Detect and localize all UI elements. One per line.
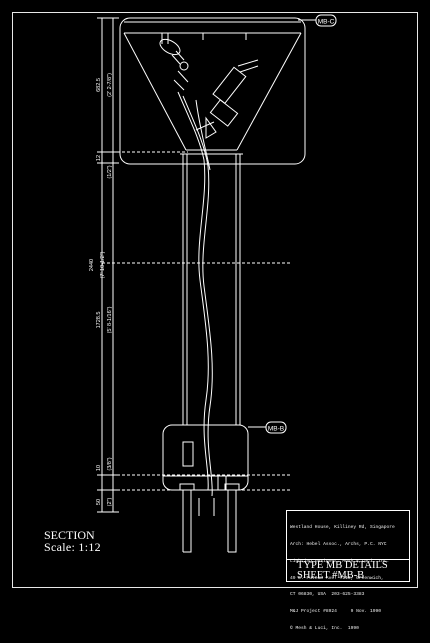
dim-base-mm: 10	[96, 465, 102, 471]
section-title: SECTION	[44, 528, 95, 542]
dim-shaft-imp: (5' 8-1/16")	[107, 306, 113, 333]
dim-foot-mm: 50	[96, 499, 102, 505]
lamp-assembly	[195, 59, 259, 139]
dim-neck-imp: (1/2")	[107, 165, 113, 178]
dim-overall-mm: 2440	[89, 259, 95, 271]
dim-foot-imp: (2")	[107, 498, 113, 507]
section-drawing: MB-C MB-B 682.5 (2' 2-7/8") 12 (1/2") 24…	[89, 14, 337, 553]
title-block-line: Arch: Hebel Assoc., Archs, P.C. NYC	[290, 541, 387, 547]
title-block: Westland House, Killiney Rd, Singapore A…	[286, 510, 410, 631]
title-block-line: Lighting Designer: Mesh & Luci, Inc.	[290, 558, 390, 564]
callout-leaders	[248, 19, 318, 428]
title-block-line: M&J Project #8924 9 Nov. 1990	[290, 609, 381, 615]
dim-head-mm: 682.5	[96, 78, 102, 92]
column-shaft	[182, 154, 241, 425]
title-block-divider	[287, 559, 409, 560]
callout-top-label: MB-C	[318, 19, 335, 26]
reference-lines	[102, 151, 290, 491]
drawing-border	[12, 12, 418, 588]
dim-neck-mm: 12	[96, 155, 102, 161]
callout-base-label: MB-B	[268, 426, 284, 433]
anchor-bolts	[179, 483, 240, 553]
dim-base-imp: (3/8")	[107, 457, 113, 470]
base-housing	[162, 424, 249, 491]
dim-column-imp: (7' 10-1/2")	[100, 251, 106, 278]
dimension-lines	[97, 17, 119, 513]
title-block-line: Westland House, Killiney Rd, Singapore	[290, 525, 395, 531]
title-block-type: TYPE MB DETAILS	[297, 560, 388, 571]
title-block-line: CT 06830, USA 203-625-3383	[290, 592, 365, 598]
dimension-texts: 682.5 (2' 2-7/8") 12 (1/2") 2440 (7' 10-…	[89, 73, 113, 506]
title-block-line: 49 E. Putnam Ave. #113, Greenwich,	[290, 575, 384, 581]
title-block-sheet: SHEET #MB-B	[297, 570, 365, 581]
dim-head-imp: (2' 2-7/8")	[107, 73, 113, 97]
title-block-line: © Mesh & Luci, Inc. 1990	[290, 625, 359, 631]
callout-base: MB-B	[265, 421, 287, 434]
dim-shaft-mm: 1728.5	[96, 312, 102, 329]
wiring	[177, 91, 213, 497]
head-housing	[119, 17, 306, 165]
callout-top: MB-C	[315, 14, 337, 27]
section-scale: Scale: 1:12	[44, 540, 101, 554]
lamp-holder-upper	[159, 38, 189, 91]
